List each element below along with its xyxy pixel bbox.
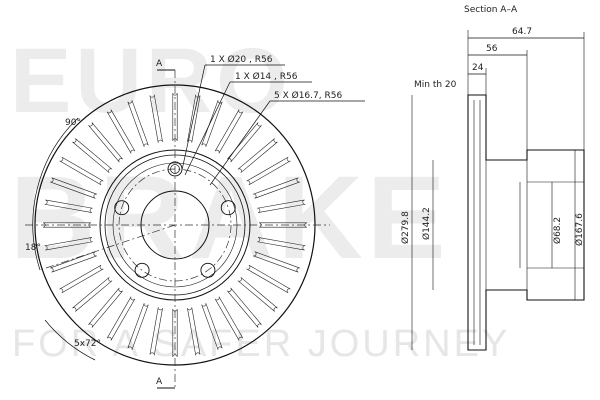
min-thickness: Min th 20 [414,80,457,90]
cooling-vane [106,296,136,341]
pattern-arc [44,319,96,361]
cooling-vane [172,308,178,358]
angle-18-line [39,224,176,271]
leader-hole-center-diag [181,64,206,171]
section-marker-top: A [156,59,163,69]
cooling-vane [72,277,113,312]
section-profile [467,94,585,351]
angle-90-label: 90° [65,118,81,128]
section-title: Section A–A [464,5,518,15]
section-marker-bottom: A [156,377,163,387]
cooling-vane [253,251,300,273]
watermark-euro: EURO [10,30,292,132]
cooling-vane [44,237,93,251]
leader-bolt-holes-diag [209,100,271,186]
cooling-vane [246,264,291,294]
angle-pattern-label: 5x72° [74,339,101,349]
cooling-vane [246,156,291,186]
dim-144-2: Ø144.2 [421,207,432,240]
cooling-vane [44,199,93,213]
cooling-vane [258,222,308,228]
cooling-vane [227,287,262,328]
hole-center-callout: 1 X Ø20 , R56 [210,54,273,65]
bolt-hole [200,262,216,278]
bolt-hole [114,200,130,216]
bolt-hole [220,200,236,216]
angle-arc [32,117,79,271]
disc-section-view: Section A–A 64.7 56 24 Min th 20 Ø279.8 … [400,5,585,351]
cooling-vane [42,222,92,228]
disc-front-view: A A [25,59,330,390]
watermark-brake: BRAKE [10,152,450,284]
cooling-vane [50,177,97,199]
bolt-holes-callout: 5 X Ø16.7, R56 [274,90,342,101]
watermark-tagline: FOR A SAFER JOURNEY [12,323,510,365]
cooling-vane [172,92,178,142]
callout-leaders [181,64,365,186]
dim-64-7: 64.7 [512,27,532,37]
angle-18-label: 18° [25,243,41,253]
leader-hole-small-diag [184,81,231,176]
cooling-vane [149,94,163,143]
dim-24: 24 [472,63,484,73]
cooling-vane [59,264,104,294]
cooling-vane [88,287,123,328]
dim-279-8: Ø279.8 [400,211,411,244]
cooling-vane [127,303,149,350]
cooling-vane [214,296,244,341]
cooling-vane [106,109,136,154]
bolt-hole [134,262,150,278]
dim-56: 56 [486,44,498,54]
hole-small-callout: 1 X Ø14 , R56 [235,71,298,82]
dim-167-6: Ø167.6 [574,213,585,246]
cooling-vane [187,94,201,143]
dim-68-2: Ø68.2 [552,217,563,244]
cooling-vane [214,109,244,154]
